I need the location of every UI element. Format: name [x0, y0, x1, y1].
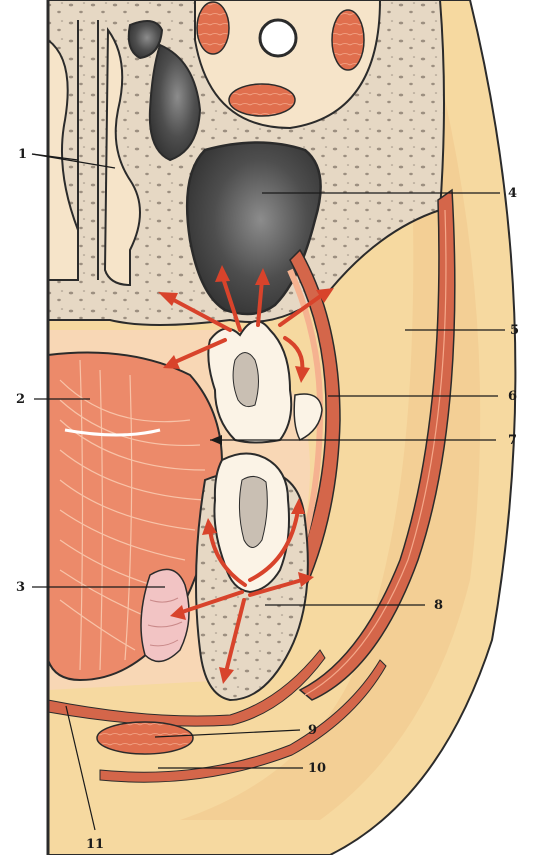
eye-muscle-left	[197, 2, 229, 54]
label-5: 5	[510, 323, 519, 338]
label-8: 8	[434, 598, 443, 613]
label-6: 6	[508, 389, 517, 404]
label-7: 7	[508, 433, 517, 448]
label-3: 3	[16, 580, 25, 595]
label-1: 1	[18, 147, 27, 162]
optic-nerve	[260, 20, 296, 56]
eye-muscle-bottom	[229, 84, 295, 116]
label-11: 11	[86, 837, 104, 852]
label-4: 4	[508, 186, 517, 201]
eye-muscle-right	[332, 10, 364, 70]
submandibular-gland	[97, 722, 193, 754]
label-2: 2	[16, 392, 25, 407]
lower-molar-pulp	[239, 476, 267, 547]
label-9: 9	[308, 723, 317, 738]
label-10: 10	[308, 761, 326, 776]
